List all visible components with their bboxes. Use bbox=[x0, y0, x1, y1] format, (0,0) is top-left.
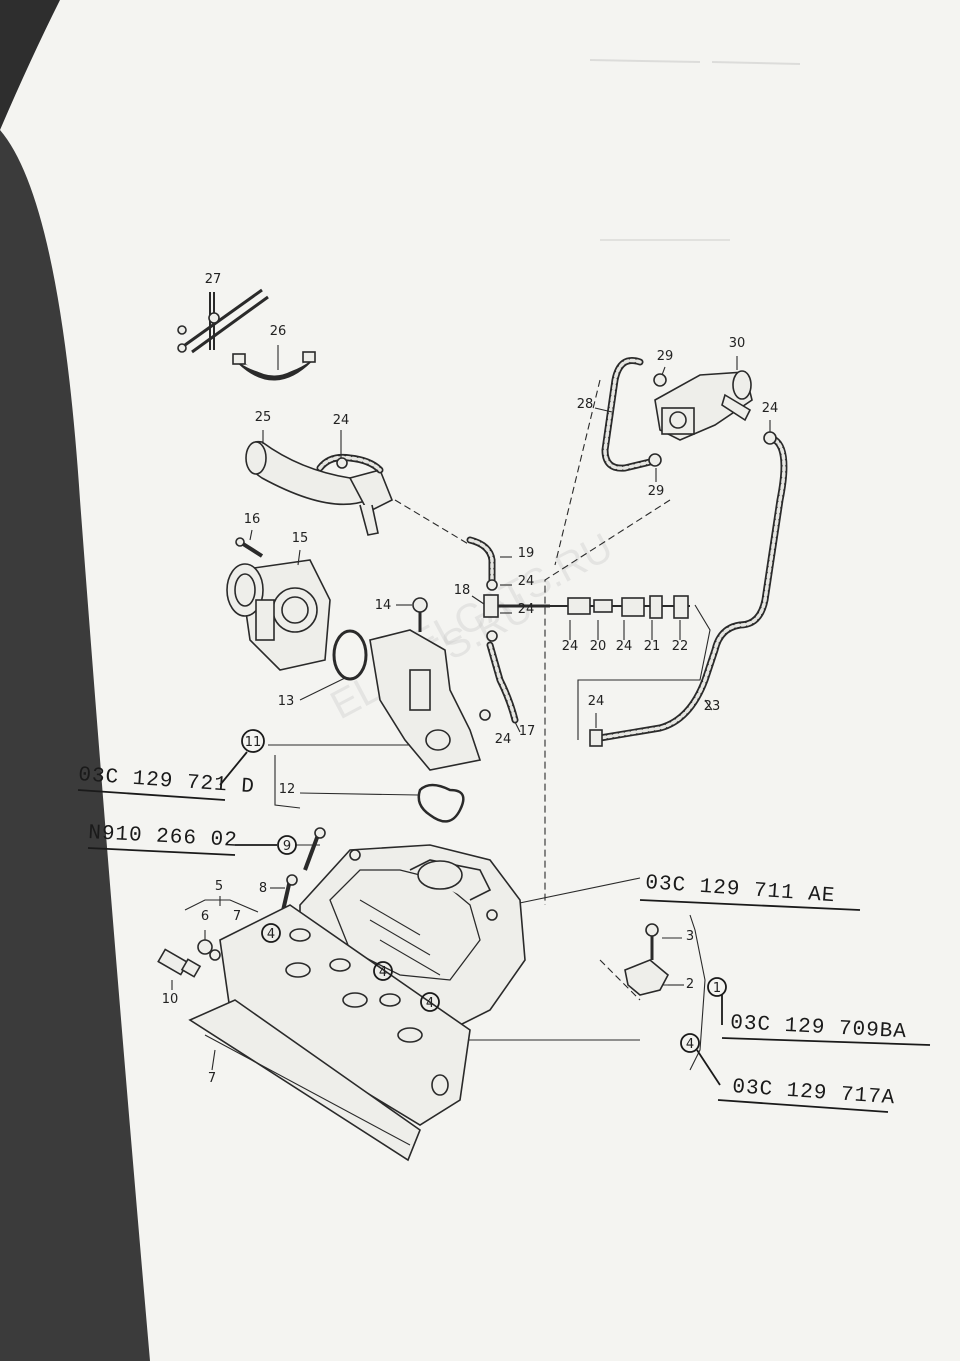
callout-19: 19 bbox=[518, 546, 535, 561]
part-12-gasket bbox=[299, 783, 465, 823]
callout-12: 12 bbox=[279, 782, 296, 797]
callout-23: 23 bbox=[704, 699, 721, 714]
callout-24: 24 bbox=[495, 732, 512, 747]
part-23-long-hose bbox=[596, 420, 788, 742]
callout-24: 24 bbox=[588, 694, 605, 709]
part-2-3-sensor bbox=[624, 923, 684, 996]
callout-8: 8 bbox=[259, 881, 267, 896]
circled-callouts: 11 9 4 4 4 1 4 bbox=[241, 729, 727, 1053]
faded-header bbox=[589, 59, 801, 241]
callout-29: 29 bbox=[648, 484, 665, 499]
part-6-10-sensor bbox=[157, 930, 221, 990]
part-28-vacuum-hose bbox=[594, 357, 654, 472]
circled-1: 1 bbox=[713, 981, 721, 996]
part-16-bolt bbox=[235, 529, 264, 558]
manifold-flange bbox=[219, 904, 471, 1126]
circled-11: 11 bbox=[245, 735, 262, 750]
callout-18: 18 bbox=[454, 583, 471, 598]
circled-4-c: 4 bbox=[426, 996, 434, 1011]
callout-24: 24 bbox=[518, 574, 535, 589]
callout-24: 24 bbox=[762, 401, 779, 416]
part-15-throttle-body bbox=[226, 549, 331, 671]
circled-4-a: 4 bbox=[267, 927, 275, 942]
callout-25: 25 bbox=[255, 410, 272, 425]
part-13-seal-ring bbox=[299, 629, 368, 701]
callout-29: 29 bbox=[657, 349, 674, 364]
callout-14: 14 bbox=[375, 598, 392, 613]
circled-4-b: 4 bbox=[379, 965, 387, 980]
part-25-intake-elbow bbox=[245, 430, 394, 536]
callout-16: 16 bbox=[244, 512, 261, 527]
circled-4-d: 4 bbox=[686, 1037, 694, 1052]
callout-24: 24 bbox=[616, 639, 633, 654]
callout-13: 13 bbox=[278, 694, 295, 709]
callout-27: 27 bbox=[205, 272, 222, 287]
part-24-breather-hose bbox=[316, 430, 384, 474]
handwritten-part-numbers: 03C 129 721 D N910 266 02 03C 129 711 AE… bbox=[77, 751, 931, 1113]
part-27-cable-ties bbox=[177, 288, 269, 354]
part-20-22-valves bbox=[550, 595, 711, 747]
paper-shadow bbox=[0, 0, 60, 130]
underline bbox=[77, 789, 226, 801]
callout-30: 30 bbox=[729, 336, 746, 351]
part-11-intake-pipe bbox=[369, 597, 482, 771]
callout-20: 20 bbox=[590, 639, 607, 654]
callout-28: 28 bbox=[577, 397, 594, 412]
circled-9: 9 bbox=[283, 839, 291, 854]
callout-6: 6 bbox=[201, 909, 209, 924]
callout-7: 7 bbox=[233, 909, 241, 924]
part-29-hose-clip bbox=[648, 366, 667, 482]
callout-2: 2 bbox=[686, 977, 694, 992]
callout-24: 24 bbox=[333, 413, 350, 428]
callout-26: 26 bbox=[270, 324, 287, 339]
part-18-t-connector bbox=[471, 579, 550, 642]
callout-5: 5 bbox=[215, 879, 223, 894]
callout-22: 22 bbox=[672, 639, 689, 654]
part-30-valve-housing bbox=[654, 356, 753, 441]
callout-17: 17 bbox=[519, 724, 536, 739]
part-7-gasket bbox=[188, 999, 421, 1162]
callout-21: 21 bbox=[644, 639, 661, 654]
callout-3: 3 bbox=[686, 929, 694, 944]
callout-24: 24 bbox=[562, 639, 579, 654]
callout-7: 7 bbox=[208, 1071, 216, 1086]
part-19-hose bbox=[466, 536, 512, 586]
callout-15: 15 bbox=[292, 531, 309, 546]
part-26-hose-clamp bbox=[232, 345, 316, 381]
callout-24: 24 bbox=[518, 602, 535, 617]
callout-10: 10 bbox=[162, 992, 179, 1007]
part-17-hose bbox=[479, 641, 521, 733]
